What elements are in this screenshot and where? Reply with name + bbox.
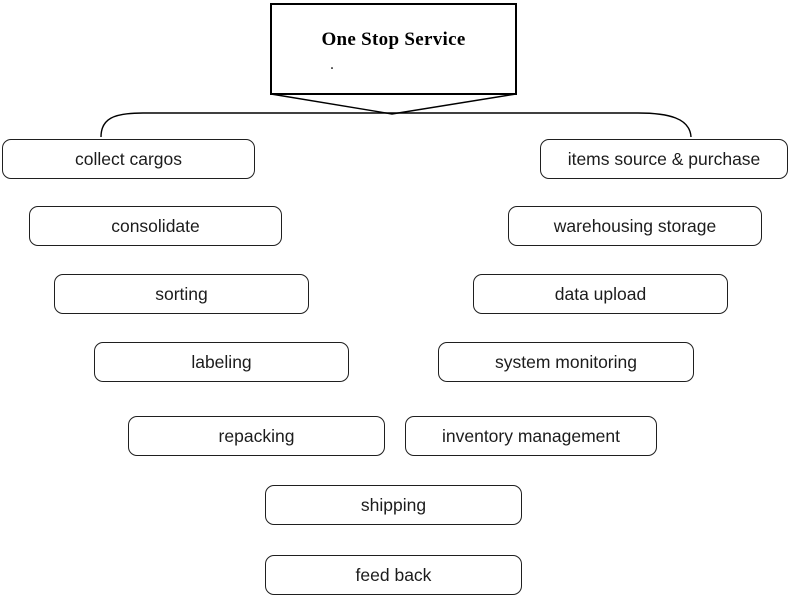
node-feed-back: feed back: [265, 555, 522, 595]
node-data-upload: data upload: [473, 274, 728, 314]
node-inventory-management: inventory management: [405, 416, 657, 456]
node-collect-cargos: collect cargos: [2, 139, 255, 179]
stray-period: .: [330, 56, 334, 73]
node-warehousing-storage: warehousing storage: [508, 206, 762, 246]
funnel-connector: [270, 93, 517, 115]
node-items-source-purchase: items source & purchase: [540, 139, 788, 179]
node-consolidate: consolidate: [29, 206, 282, 246]
node-repacking: repacking: [128, 416, 385, 456]
brace-connector: [100, 112, 692, 138]
node-system-monitoring: system monitoring: [438, 342, 694, 382]
node-sorting: sorting: [54, 274, 309, 314]
node-shipping: shipping: [265, 485, 522, 525]
root-node: One Stop Service .: [270, 3, 517, 95]
root-node-title: One Stop Service: [321, 29, 466, 50]
node-labeling: labeling: [94, 342, 349, 382]
